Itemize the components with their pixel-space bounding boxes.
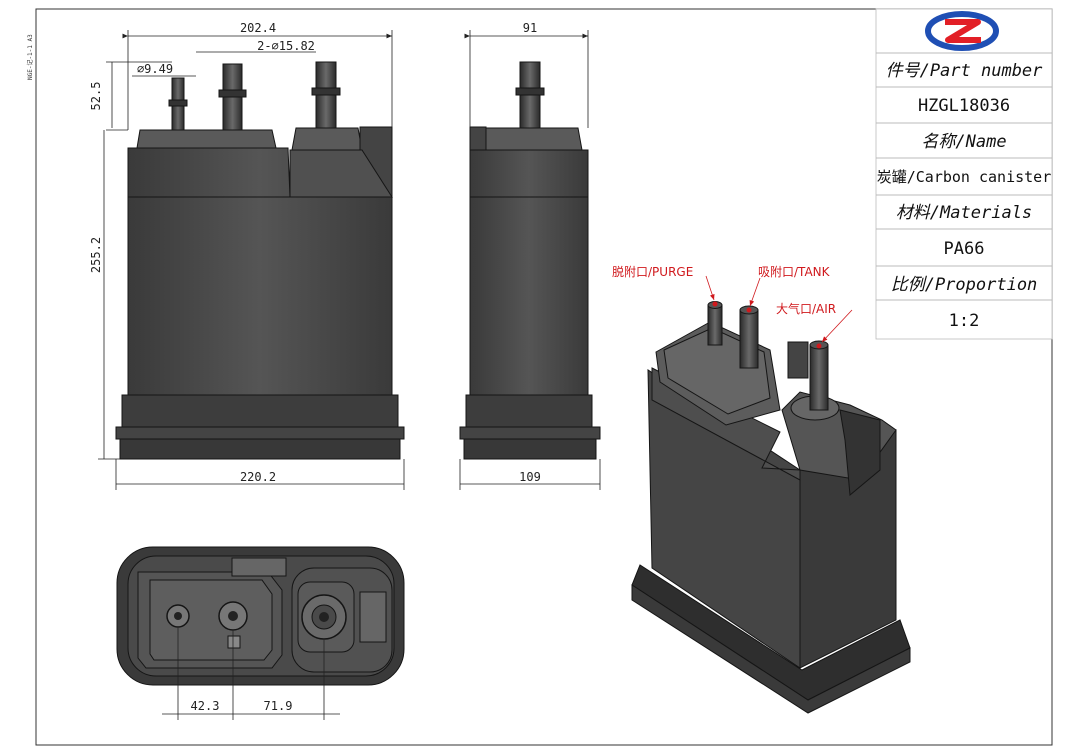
callout-leaders — [705, 275, 853, 343]
isometric-view — [631, 301, 911, 714]
dim-side-width-top: 91 — [523, 21, 537, 35]
top-dimensions — [162, 628, 340, 720]
dim-bottom-offset-1: 42.3 — [191, 699, 220, 713]
side-view — [459, 61, 601, 460]
callout-purge: 脱附口/PURGE — [612, 264, 693, 279]
callout-air: 大气口/AIR — [776, 301, 836, 316]
proportion-label: 比例/Proportion — [891, 275, 1038, 295]
material-value: PA66 — [944, 239, 985, 259]
part-number-value: HZGL18036 — [918, 96, 1010, 116]
title-block: 件号/Part number HZGL18036 名称/Name 炭罐/Carb… — [875, 8, 1053, 340]
materials-label: 材料/Materials — [896, 203, 1032, 223]
name-label: 名称/Name — [921, 132, 1006, 152]
side-dimensions — [459, 30, 601, 490]
dim-small-pipe: ∅9.49 — [137, 62, 173, 76]
air-port-marker — [816, 343, 822, 349]
hz-logo-icon — [925, 11, 999, 51]
dim-front-width-bottom: 220.2 — [240, 470, 276, 484]
dim-bottom-offset-2: 71.9 — [264, 699, 293, 713]
front-view — [115, 61, 405, 460]
dim-side-width-bottom: 109 — [519, 470, 541, 484]
purge-port-marker — [712, 301, 718, 307]
top-view — [116, 546, 405, 686]
dim-pipe-spec: 2-∅15.82 — [257, 39, 315, 53]
proportion-value: 1:2 — [949, 311, 980, 331]
part-number-label: 件号/Part number — [886, 61, 1044, 81]
dim-body-height: 255.2 — [89, 237, 103, 273]
name-value: 炭罐/Carbon canister — [877, 168, 1052, 186]
sheet-border — [35, 8, 1053, 746]
margin-note: NGE-记-1-1 A3 — [27, 34, 34, 80]
front-dimensions — [98, 30, 405, 490]
tank-port-marker — [746, 307, 752, 313]
callout-tank: 吸附口/TANK — [758, 265, 831, 279]
dim-front-width-top: 202.4 — [240, 21, 276, 35]
dim-pipe-height: 52.5 — [89, 82, 103, 111]
